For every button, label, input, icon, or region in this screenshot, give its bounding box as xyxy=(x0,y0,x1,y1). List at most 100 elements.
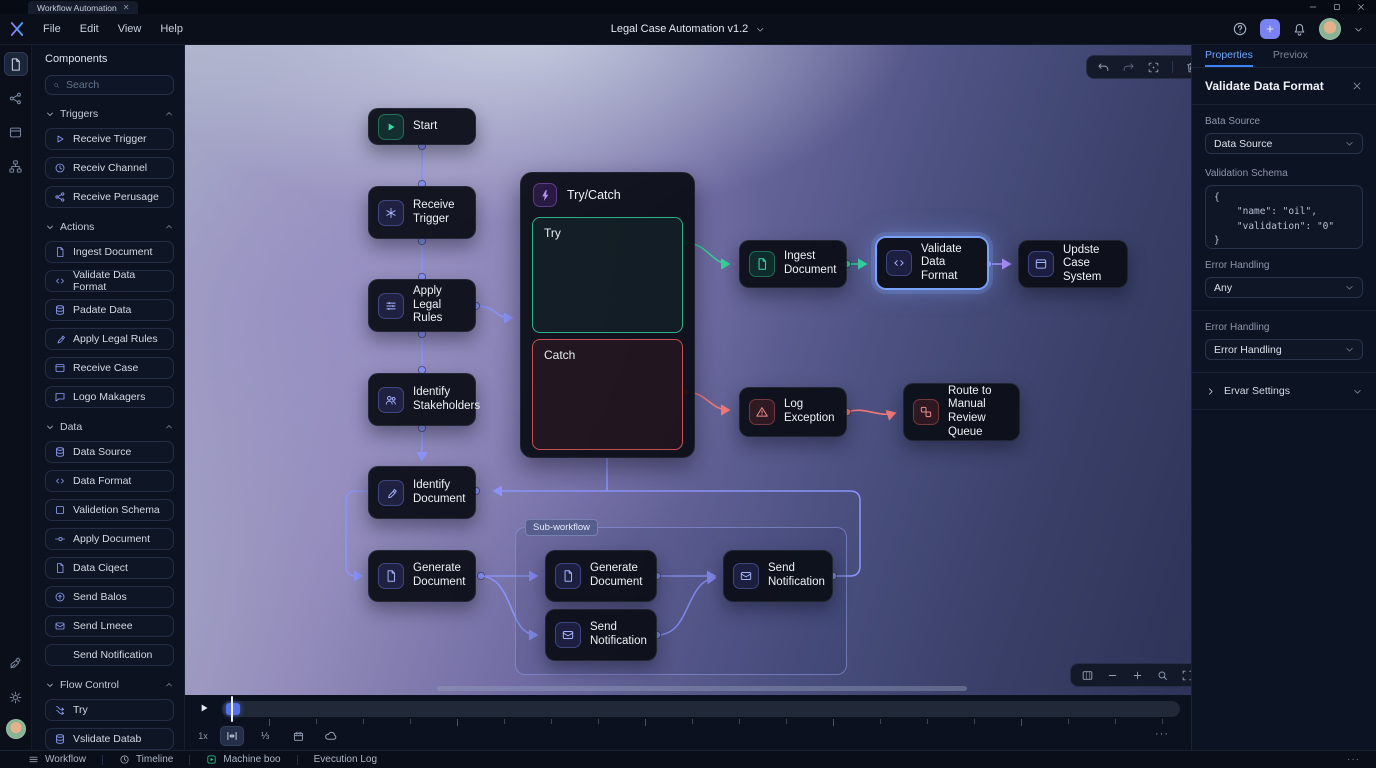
statusbar-machine-boo[interactable]: Machine boo xyxy=(206,754,281,765)
menu-view[interactable]: View xyxy=(117,23,142,35)
fit-button[interactable] xyxy=(1147,61,1160,74)
search-input[interactable] xyxy=(66,79,166,91)
component-logo-makaɡers[interactable]: Logo Makaɡers xyxy=(45,386,174,408)
statusbar-more-button[interactable]: ··· xyxy=(1347,754,1360,765)
catch-zone[interactable]: Catch xyxy=(532,339,683,450)
notifications-bell-icon[interactable] xyxy=(1292,22,1307,37)
playhead-line[interactable] xyxy=(231,696,233,722)
tab-close-icon[interactable]: ✕ xyxy=(122,3,130,12)
cloud-button[interactable] xyxy=(319,726,343,746)
node-validate-data-format[interactable]: Validate Data Format xyxy=(876,237,988,289)
user-avatar[interactable] xyxy=(1319,18,1341,40)
redo-button[interactable] xyxy=(1122,61,1135,74)
component-ingest-document[interactable]: Ingest Document xyxy=(45,241,174,263)
rail-item-settings[interactable] xyxy=(4,685,28,709)
statusbar-workflow[interactable]: Workflow xyxy=(28,754,86,765)
sub-workflow-badge[interactable]: Sub-workflow xyxy=(525,519,599,536)
component-apply-legal-rules[interactable]: Apply Legal Rules xyxy=(45,328,174,350)
magnifier-button[interactable] xyxy=(1156,669,1169,682)
chevron-down-icon xyxy=(1344,282,1355,293)
component-vslidate-datab[interactable]: Vslidate Datab xyxy=(45,728,174,750)
node-update-case-system[interactable]: Updste Case System xyxy=(1018,240,1128,288)
node-generate-document-sub[interactable]: Generate Document xyxy=(545,550,657,602)
menu-edit[interactable]: Edit xyxy=(79,23,99,35)
close-icon[interactable] xyxy=(1356,2,1366,12)
component-receive-case[interactable]: Receive Case xyxy=(45,357,174,379)
zoom-in-button[interactable] xyxy=(1131,669,1144,682)
port-dot[interactable] xyxy=(476,571,486,581)
workflow-tab[interactable]: Workflow Automation ✕ xyxy=(28,1,139,14)
node-log-exception[interactable]: Log Exception xyxy=(739,387,847,437)
component-receiv-channel[interactable]: Receiv Channel xyxy=(45,157,174,179)
data-source-select[interactable]: Data Source xyxy=(1205,133,1363,154)
try-catch-container[interactable]: Try/Catch Try Catch xyxy=(520,172,695,458)
node-apply-legal-rules[interactable]: Apply Legal Rules xyxy=(368,279,476,332)
validation-schema-editor[interactable]: { "name": "oil", "validation": "0" } xyxy=(1205,185,1363,249)
component-send-notification[interactable]: Send Notification xyxy=(45,644,174,666)
node-identify-stakeholders[interactable]: Identify Stakeholders xyxy=(368,373,480,426)
menu-help[interactable]: Help xyxy=(160,23,183,35)
fraction-button[interactable]: ⅓ xyxy=(260,730,270,742)
rail-item-pen-tool[interactable] xyxy=(4,651,28,675)
error-settings-row[interactable]: Ervar Settings xyxy=(1192,373,1376,410)
component-validetion-schema[interactable]: Validetion Schema xyxy=(45,499,174,521)
error-handling-select-2[interactable]: Error Handling xyxy=(1205,339,1363,360)
component-apply-document[interactable]: Apply Document xyxy=(45,528,174,550)
timeline-more-button[interactable]: ··· xyxy=(1155,728,1169,740)
rail-user-avatar[interactable] xyxy=(5,719,26,739)
calendar-button[interactable] xyxy=(286,726,310,746)
zoom-out-button[interactable] xyxy=(1106,669,1119,682)
component-data-ciqect[interactable]: Data Ciqect xyxy=(45,557,174,579)
expand-button[interactable] xyxy=(1181,669,1191,682)
map-button[interactable] xyxy=(1081,669,1094,682)
component-try[interactable]: Try xyxy=(45,699,174,721)
rail-item-documents[interactable] xyxy=(3,52,28,76)
component-receive-perusage[interactable]: Receive Perusage xyxy=(45,186,174,208)
timeline-track[interactable] xyxy=(222,701,1180,717)
tab-properties[interactable]: Properties xyxy=(1205,45,1253,67)
playback-speed-label[interactable]: 1x xyxy=(198,731,208,741)
rail-item-apps[interactable] xyxy=(4,120,28,144)
node-send-notification-sub[interactable]: Send Notification xyxy=(545,609,657,661)
timeline-playhead[interactable] xyxy=(226,703,240,715)
node-route-to-manual-review-queue[interactable]: Route to Manual Review Queue xyxy=(903,383,1020,441)
add-button[interactable] xyxy=(1260,19,1280,39)
node-send-notification[interactable]: Send Notification xyxy=(723,550,833,602)
rail-item-hierarchy[interactable] xyxy=(4,154,28,178)
maximize-icon[interactable] xyxy=(1332,2,1342,12)
component-receive-trigger[interactable]: Receive Trigger xyxy=(45,128,174,150)
component-data-source[interactable]: Data Source xyxy=(45,441,174,463)
component-validate-data-format[interactable]: Validate Data Format xyxy=(45,269,174,293)
section-header-actions[interactable]: Actions xyxy=(45,221,174,233)
component-send-balos[interactable]: Send Balos xyxy=(45,586,174,608)
undo-button[interactable] xyxy=(1097,61,1110,74)
minimize-icon[interactable] xyxy=(1308,2,1318,12)
node-ingest-document[interactable]: Ingest Document xyxy=(739,240,847,288)
component-search[interactable] xyxy=(45,75,174,95)
node-receive-trigger[interactable]: Receive Trigger xyxy=(368,186,476,239)
panel-close-icon[interactable] xyxy=(1351,80,1363,92)
statusbar-evecution-log[interactable]: Evecution Log xyxy=(314,754,377,765)
play-button[interactable] xyxy=(197,701,211,715)
node-generate-document[interactable]: Generate Document xyxy=(368,550,476,602)
section-header-data[interactable]: Data xyxy=(45,421,174,433)
try-zone[interactable]: Try xyxy=(532,217,683,333)
component-padate-data[interactable]: Padate Data xyxy=(45,299,174,321)
node-start[interactable]: Start xyxy=(368,108,476,145)
account-chevron-down-icon[interactable] xyxy=(1353,24,1364,35)
section-header-flow-control[interactable]: Flow Control xyxy=(45,679,174,691)
help-icon[interactable] xyxy=(1232,21,1248,37)
document-title[interactable]: Legal Case Automation v1.2 xyxy=(611,23,766,35)
menu-file[interactable]: File xyxy=(43,23,61,35)
node-identify-document[interactable]: Identify Document xyxy=(368,466,476,519)
rail-item-connections[interactable] xyxy=(4,86,28,110)
error-handling-select-1[interactable]: Any xyxy=(1205,277,1363,298)
component-data-format[interactable]: Data Format xyxy=(45,470,174,492)
frame-step-button[interactable] xyxy=(220,726,244,746)
statusbar-timeline[interactable]: Timeline xyxy=(119,754,173,765)
section-header-triggers[interactable]: Triggers xyxy=(45,108,174,120)
tab-previox[interactable]: Previox xyxy=(1272,49,1308,61)
component-send-lmeee[interactable]: Send Lmeee xyxy=(45,615,174,637)
horizontal-scrollbar[interactable] xyxy=(437,686,967,691)
